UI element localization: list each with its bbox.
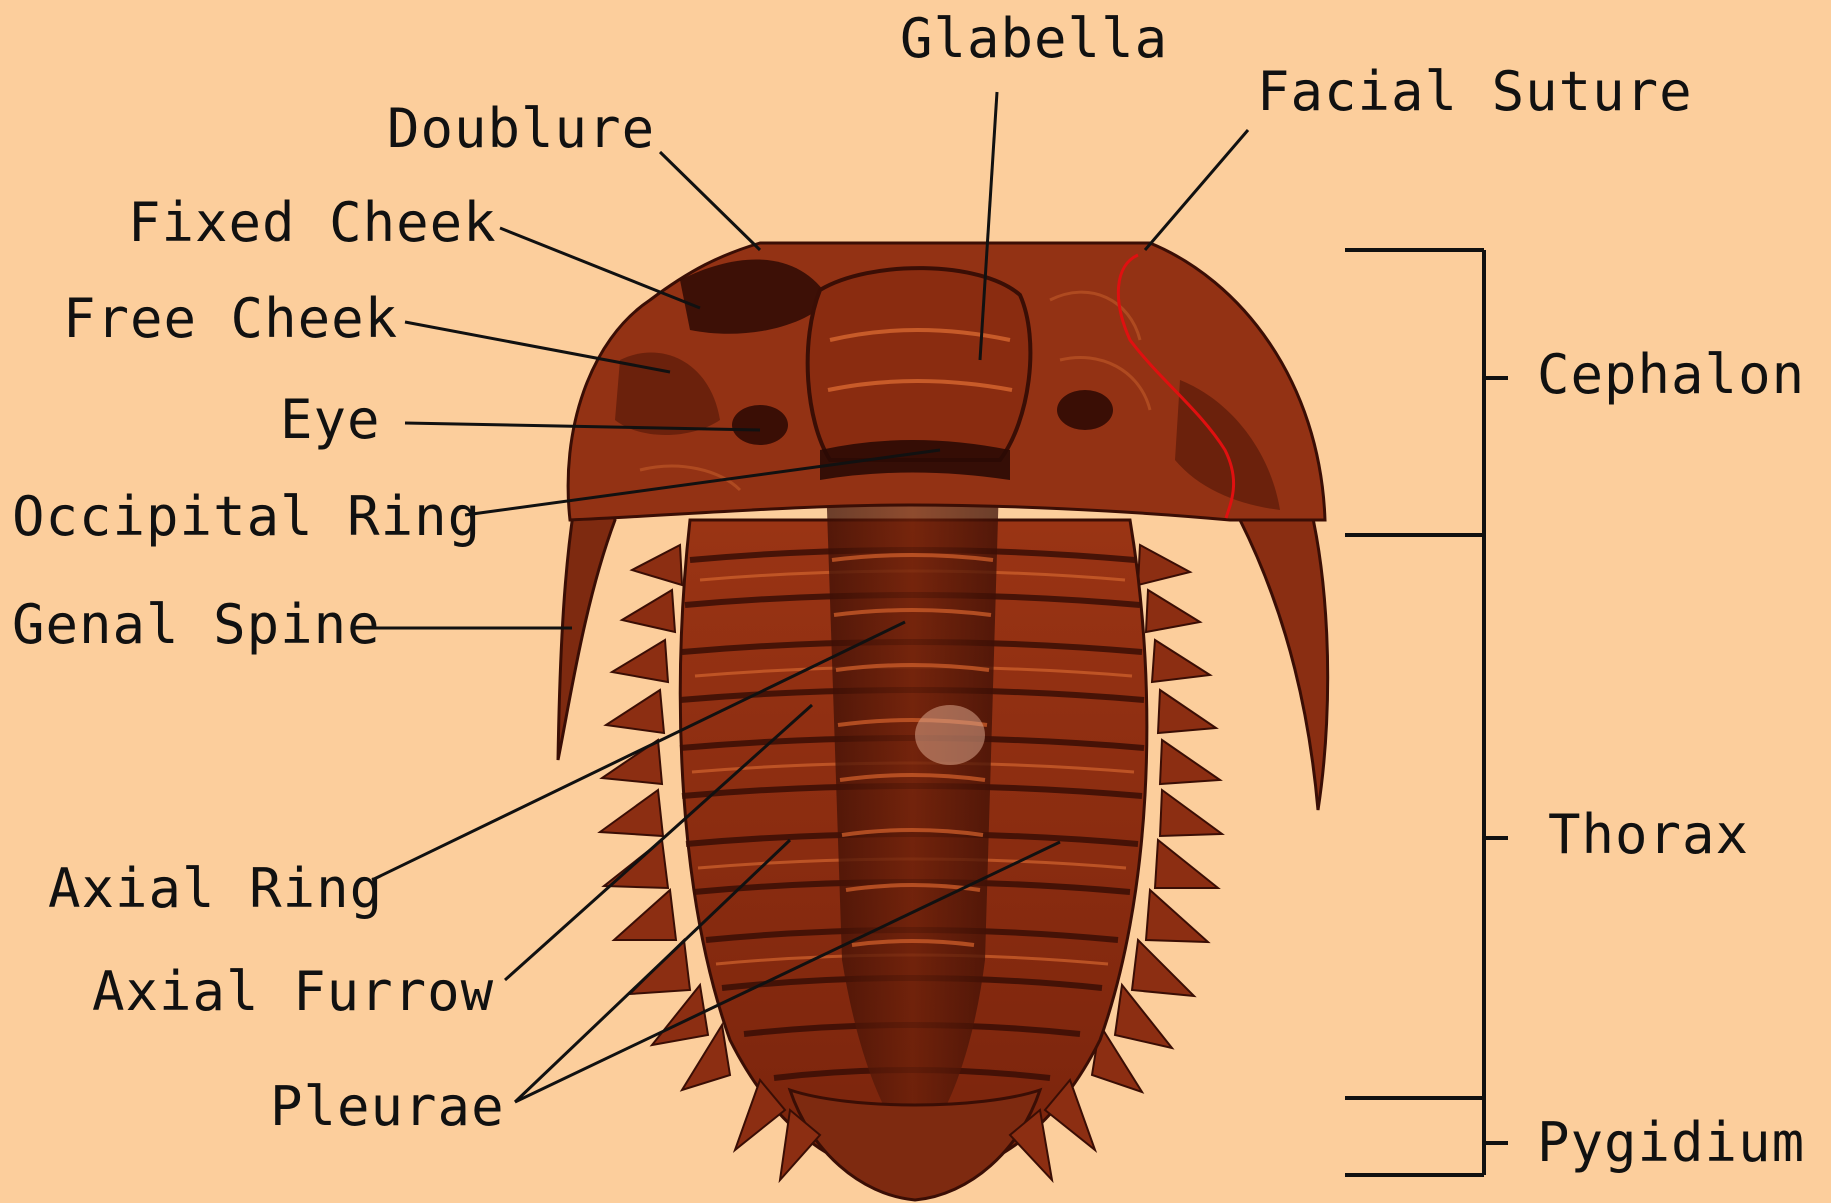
region-bracket	[1345, 250, 1508, 1175]
label-free-cheek: Free Cheek	[63, 292, 398, 346]
label-genal-spine: Genal Spine	[12, 598, 381, 652]
label-axial-furrow: Axial Furrow	[92, 965, 494, 1019]
label-glabella: Glabella	[900, 12, 1168, 66]
label-cephalon: Cephalon	[1537, 348, 1805, 402]
label-pygidium: Pygidium	[1537, 1116, 1805, 1170]
label-doublure: Doublure	[387, 102, 655, 156]
label-fixed-cheek: Fixed Cheek	[128, 196, 497, 250]
label-axial-ring: Axial Ring	[48, 862, 383, 916]
glabella-shape	[808, 268, 1031, 460]
right-eye	[1057, 390, 1113, 430]
label-pleurae: Pleurae	[270, 1080, 505, 1134]
left-eye	[732, 405, 788, 445]
label-eye: Eye	[280, 393, 381, 447]
label-thorax: Thorax	[1548, 808, 1749, 862]
label-facial-suture: Facial Suture	[1257, 65, 1693, 119]
label-occipital-ring: Occipital Ring	[12, 490, 481, 544]
pygidium-shape	[790, 1090, 1040, 1200]
